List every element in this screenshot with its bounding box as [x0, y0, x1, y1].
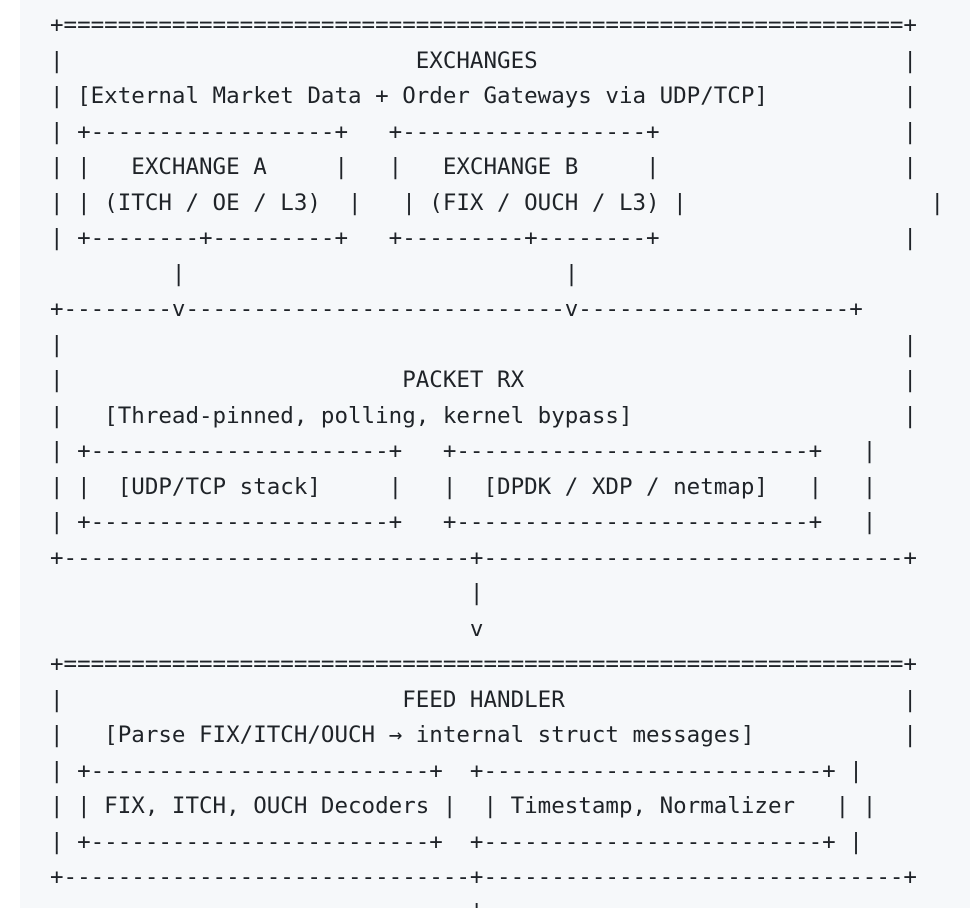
ascii-architecture-diagram: +=======================================…: [50, 8, 944, 908]
packet-rx-boxes-bottom: | +----------------------+ +------------…: [50, 509, 877, 535]
packet-rx-top-border: +--------v----------------------------v-…: [50, 296, 863, 322]
code-block: +=======================================…: [20, 0, 970, 908]
packet-rx-arrow: v: [50, 615, 484, 642]
feed-handler-connector: |: [50, 896, 944, 908]
exchange-boxes-top: | +------------------+ +----------------…: [50, 118, 917, 145]
exchanges-top-border: +=======================================…: [50, 12, 917, 38]
packet-rx-blank: | |: [50, 331, 917, 358]
exchange-boxes-names: | | EXCHANGE A | | EXCHANGE B | |: [50, 154, 917, 180]
packet-rx-connector: |: [50, 580, 484, 606]
exchanges-subtitle: | [External Market Data + Order Gateways…: [50, 83, 917, 109]
packet-rx-bottom-border: +------------------------------+--------…: [50, 544, 917, 571]
feed-handler-title: | FEED HANDLER |: [50, 686, 917, 713]
packet-rx-subtitle: | [Thread-pinned, polling, kernel bypass…: [50, 402, 917, 429]
packet-rx-boxes-labels: | | [UDP/TCP stack] | | [DPDK / XDP / ne…: [50, 473, 877, 500]
feed-handler-boxes-top: | +-------------------------+ +---------…: [50, 757, 863, 784]
exchanges-title: | EXCHANGES |: [50, 47, 917, 74]
feed-handler-boxes-bottom: | +-------------------------+ +---------…: [50, 828, 863, 855]
feed-handler-top-border: +=======================================…: [50, 651, 917, 677]
exchange-connectors: | |: [50, 260, 579, 287]
feed-handler-boxes-labels: | | FIX, ITCH, OUCH Decoders | | Timesta…: [50, 793, 877, 819]
exchange-boxes-protocols: | | (ITCH / OE / L3) | | (FIX / OUCH / L…: [50, 189, 945, 216]
packet-rx-title: | PACKET RX |: [50, 367, 917, 393]
feed-handler-subtitle: | [Parse FIX/ITCH/OUCH → internal struct…: [50, 722, 917, 748]
exchange-boxes-bottom: | +--------+---------+ +---------+------…: [50, 225, 917, 251]
packet-rx-boxes-top: | +----------------------+ +------------…: [50, 438, 877, 464]
feed-handler-bottom-border: +------------------------------+--------…: [50, 864, 917, 890]
